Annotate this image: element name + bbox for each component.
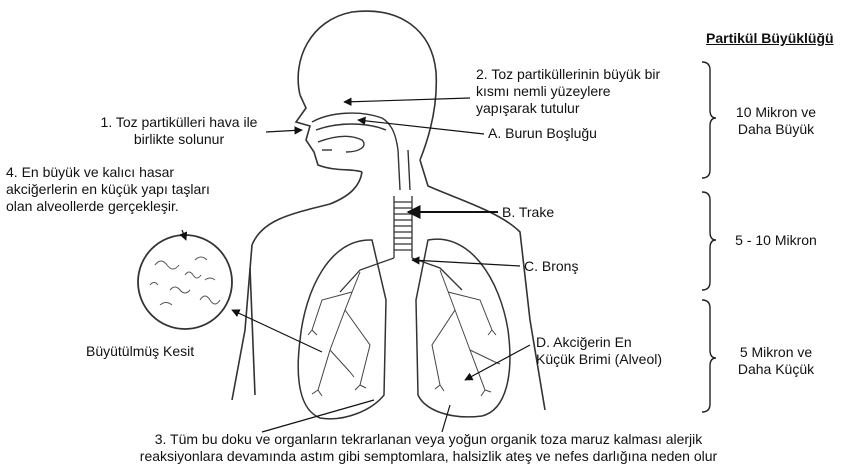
size-small-line1: 5 Mikron ve xyxy=(716,344,836,361)
step4-line1: 4. En büyük ve kalıcı hasar xyxy=(6,164,210,181)
step3-line1: 3. Tüm bu doku ve organların tekrarlanan… xyxy=(0,431,857,448)
size-braces xyxy=(702,62,716,412)
step4-line2: akciğerlerin en küçük yapı taşları xyxy=(6,181,210,198)
step2-line3: yapışarak tutulur xyxy=(476,100,660,117)
particle-size-title: Partikül Büyüklüğü xyxy=(706,30,834,47)
step4-text: 4. En büyük ve kalıcı hasar akciğerlerin… xyxy=(6,164,210,215)
size-large-line1: 10 Mikron ve xyxy=(716,104,836,121)
step3-line2: reaksiyonlara devamında astım gibi sempt… xyxy=(0,448,857,465)
step4-line3: olan alveollerde gerçekleşir. xyxy=(6,198,210,215)
size-large-line2: Daha Büyük xyxy=(716,121,836,138)
label-alveolus: D. Akciğerin En Küçük Brimi (Alveol) xyxy=(536,334,662,368)
step2-line2: kısmı nemli yüzeylere xyxy=(476,83,660,100)
label-bronchus: C. Bronş xyxy=(524,258,578,275)
step2-line1: 2. Toz partiküllerinin büyük bir xyxy=(476,66,660,83)
size-large: 10 Mikron ve Daha Büyük xyxy=(716,104,836,138)
step3-text: 3. Tüm bu doku ve organların tekrarlanan… xyxy=(0,431,857,465)
label-alveolus-line1: D. Akciğerin En xyxy=(536,334,662,351)
label-trachea: B. Trake xyxy=(502,204,554,221)
lungs-shape xyxy=(298,239,510,419)
step1-line1: 1. Toz partikülleri hava ile xyxy=(84,114,274,131)
step2-text: 2. Toz partiküllerinin büyük bir kısmı n… xyxy=(476,66,660,117)
size-small-line2: Daha Küçük xyxy=(716,361,836,378)
step1-text: 1. Toz partikülleri hava ile birlikte so… xyxy=(84,114,274,148)
size-medium: 5 - 10 Mikron xyxy=(716,232,836,249)
pointer-arrows xyxy=(182,98,530,432)
label-alveolus-line2: Küçük Brimi (Alveol) xyxy=(536,351,662,368)
label-nasal-cavity: A. Burun Boşluğu xyxy=(488,125,597,142)
magnified-section-circle xyxy=(138,235,232,329)
step1-line2: birlikte solunur xyxy=(84,131,274,148)
size-small: 5 Mikron ve Daha Küçük xyxy=(716,344,836,378)
label-magnified-section: Büyütülmüş Kesit xyxy=(86,343,194,360)
